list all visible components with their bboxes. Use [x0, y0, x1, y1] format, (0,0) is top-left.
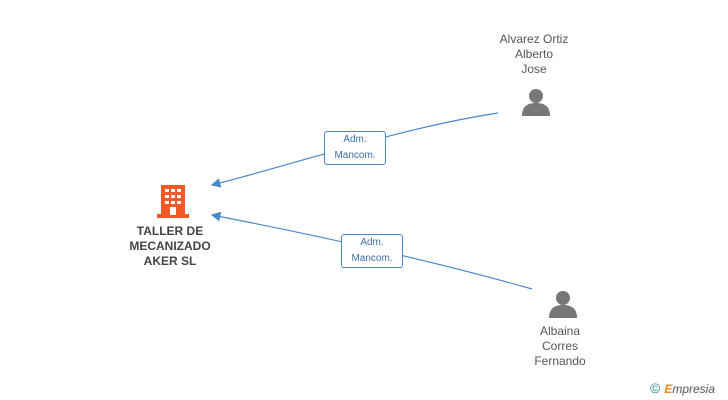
person-name-line: Alvarez Ortiz	[499, 32, 569, 46]
brand-logo: Empresia	[664, 382, 715, 396]
company-name-line: TALLER DE	[136, 224, 204, 238]
person-name-line: Corres	[541, 339, 578, 353]
person-name[interactable]: Alvarez Ortiz Alberto Jose	[474, 32, 594, 77]
building-icon[interactable]	[157, 185, 189, 218]
person-icon[interactable]	[522, 89, 550, 116]
company-name-line: AKER SL	[143, 254, 197, 268]
company-name-line: MECANIZADO	[129, 239, 211, 253]
person-name-line: Albaina	[539, 324, 581, 338]
company-name[interactable]: TALLER DE MECANIZADO AKER SL	[110, 224, 230, 269]
copyright-icon: ©	[650, 380, 661, 396]
person-name-line: Jose	[521, 62, 547, 76]
person-name-line: Alberto	[514, 47, 554, 61]
person-name[interactable]: Albaina Corres Fernando	[500, 324, 620, 369]
empresia-watermark: ©Empresia	[650, 380, 715, 396]
relation-label-line: Mancom.	[334, 150, 376, 161]
brand-rest: mpresia	[672, 382, 716, 396]
relation-label: Adm. Mancom.	[341, 234, 403, 268]
relation-label-line: Mancom.	[351, 253, 393, 264]
person-name-line: Fernando	[534, 354, 586, 368]
brand-initial: E	[664, 382, 673, 396]
relation-label-line: Adm.	[360, 237, 384, 248]
relation-label-line: Adm.	[343, 134, 367, 145]
relation-label: Adm. Mancom.	[324, 131, 386, 165]
person-icon[interactable]	[549, 291, 577, 318]
